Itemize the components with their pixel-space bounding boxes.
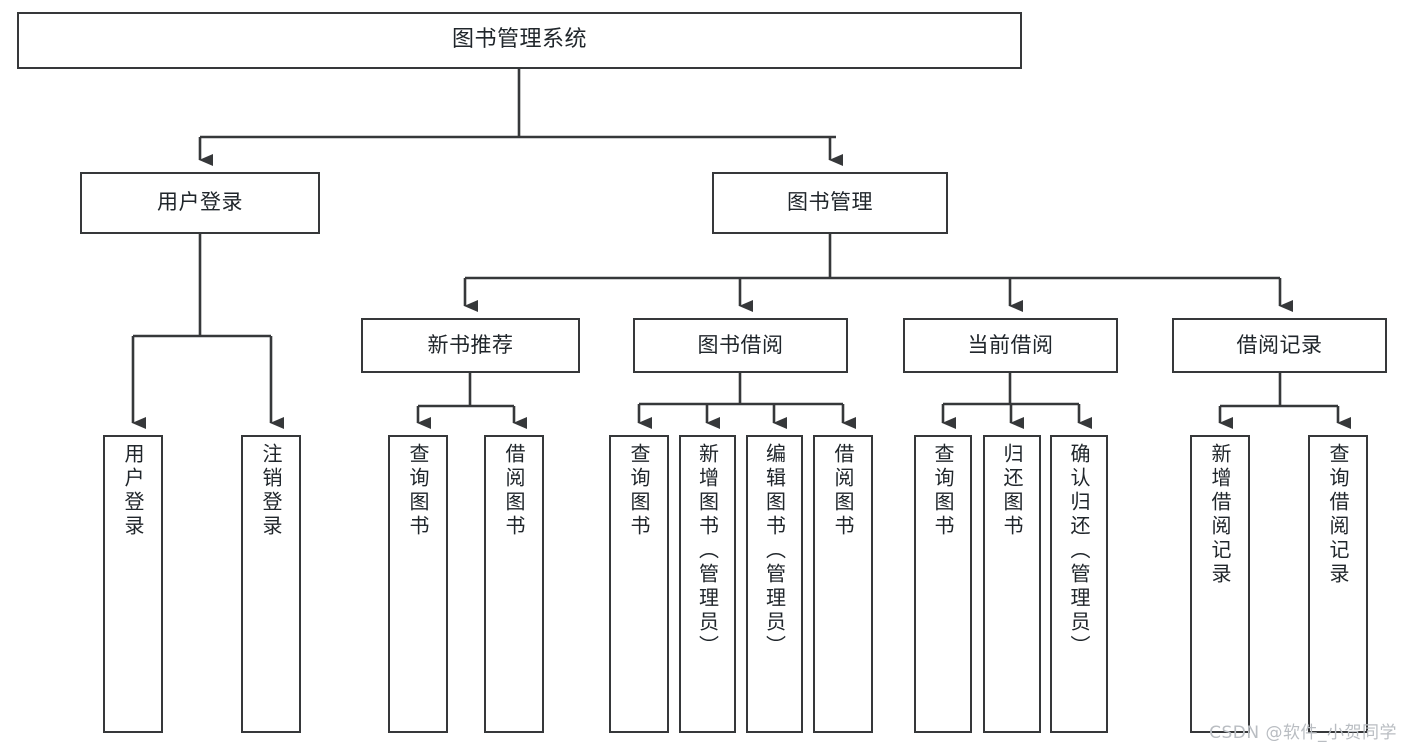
leaf-confirm-return-admin[interactable]: 确认归还（管理员） xyxy=(1050,435,1108,733)
node-book-management[interactable]: 图书管理 xyxy=(712,172,948,234)
node-new-book-recommend-label: 新书推荐 xyxy=(427,332,514,357)
leaf-add-book-admin-label: 新增图书（管理员） xyxy=(695,443,720,659)
node-root[interactable]: 图书管理系统 xyxy=(17,12,1022,69)
leaf-borrow-book-recommend[interactable]: 借阅图书 xyxy=(484,435,544,733)
leaf-borrow-book[interactable]: 借阅图书 xyxy=(813,435,873,733)
leaf-query-borrow-record[interactable]: 查询借阅记录 xyxy=(1308,435,1368,733)
leaf-user-login-label: 用户登录 xyxy=(121,443,145,539)
leaf-add-borrow-record[interactable]: 新增借阅记录 xyxy=(1190,435,1250,733)
node-root-label: 图书管理系统 xyxy=(451,27,587,53)
node-new-book-recommend[interactable]: 新书推荐 xyxy=(361,318,580,373)
leaf-query-book[interactable]: 查询图书 xyxy=(609,435,669,733)
leaf-query-book-recommend[interactable]: 查询图书 xyxy=(388,435,448,733)
leaf-logout-label: 注销登录 xyxy=(259,443,283,539)
node-user-login[interactable]: 用户登录 xyxy=(80,172,320,234)
node-current-borrow-label: 当前借阅 xyxy=(967,332,1054,357)
leaf-return-book-label: 归还图书 xyxy=(1000,443,1024,539)
leaf-user-login[interactable]: 用户登录 xyxy=(103,435,163,733)
leaf-edit-book-admin[interactable]: 编辑图书（管理员） xyxy=(746,435,803,733)
leaf-query-book-current[interactable]: 查询图书 xyxy=(914,435,972,733)
leaf-edit-book-admin-label: 编辑图书（管理员） xyxy=(762,443,787,659)
node-user-login-label: 用户登录 xyxy=(157,190,243,215)
watermark: CSDN @软件_小贺同学 xyxy=(1209,723,1397,743)
leaf-query-book-label: 查询图书 xyxy=(627,443,651,539)
leaf-borrow-book-recommend-label: 借阅图书 xyxy=(502,443,526,539)
node-borrow-record[interactable]: 借阅记录 xyxy=(1172,318,1387,373)
leaf-query-borrow-record-label: 查询借阅记录 xyxy=(1326,443,1350,587)
leaf-confirm-return-admin-label: 确认归还（管理员） xyxy=(1067,443,1091,659)
node-current-borrow[interactable]: 当前借阅 xyxy=(903,318,1118,373)
leaf-add-book-admin[interactable]: 新增图书（管理员） xyxy=(679,435,736,733)
node-book-borrow-label: 图书借阅 xyxy=(697,332,784,357)
leaf-return-book[interactable]: 归还图书 xyxy=(983,435,1041,733)
node-book-borrow[interactable]: 图书借阅 xyxy=(633,318,848,373)
leaf-logout[interactable]: 注销登录 xyxy=(241,435,301,733)
leaf-add-borrow-record-label: 新增借阅记录 xyxy=(1208,443,1232,587)
node-book-management-label: 图书管理 xyxy=(787,190,873,215)
node-borrow-record-label: 借阅记录 xyxy=(1236,332,1323,357)
leaf-query-book-recommend-label: 查询图书 xyxy=(406,443,430,539)
leaf-query-book-current-label: 查询图书 xyxy=(931,443,955,539)
leaf-borrow-book-label: 借阅图书 xyxy=(831,443,855,539)
